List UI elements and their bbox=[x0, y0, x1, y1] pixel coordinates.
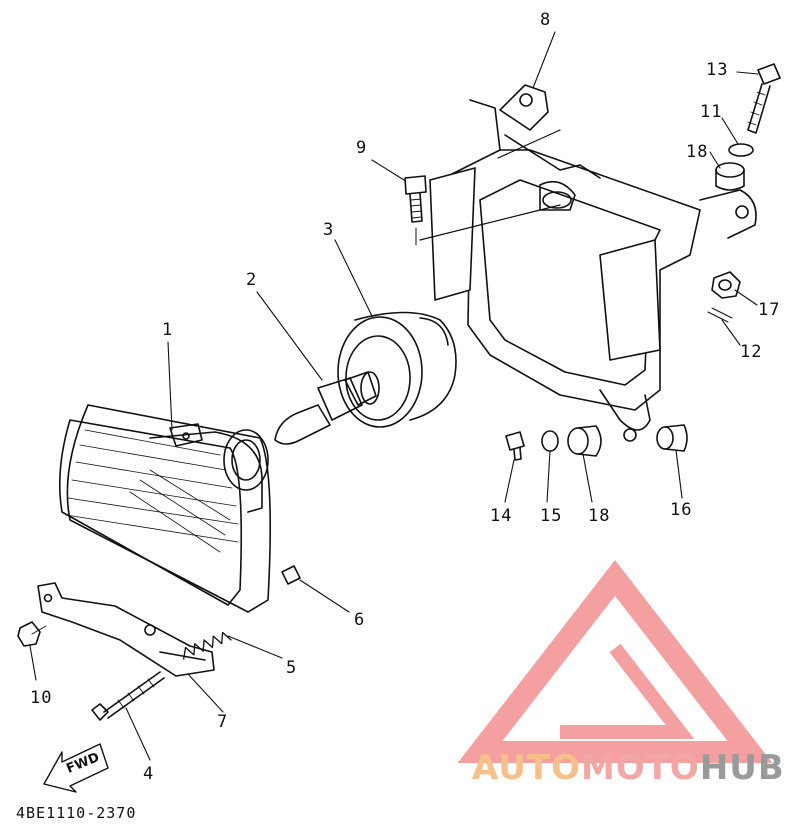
headlight-unit bbox=[58, 404, 272, 613]
callout-part-8: 8 bbox=[540, 10, 552, 30]
leader-lines bbox=[29, 31, 759, 761]
callout-part-4: 4 bbox=[143, 764, 155, 784]
callout-part-18-bottom: 18 bbox=[588, 506, 611, 526]
grommet-18-bottom bbox=[567, 425, 602, 457]
bolt-9 bbox=[404, 175, 427, 246]
bolt-13 bbox=[747, 63, 781, 134]
callout-part-16: 16 bbox=[670, 500, 693, 520]
spring-5 bbox=[183, 631, 232, 660]
nut-6 bbox=[281, 565, 301, 585]
callout-part-12: 12 bbox=[740, 342, 763, 362]
callout-part-7: 7 bbox=[217, 712, 229, 732]
socket-cover bbox=[337, 311, 457, 428]
grommet-18-top bbox=[715, 162, 745, 191]
adjuster-screw-4 bbox=[91, 671, 165, 721]
callout-part-6: 6 bbox=[354, 610, 366, 630]
callout-part-13: 13 bbox=[706, 60, 729, 80]
callout-part-9: 9 bbox=[356, 138, 368, 158]
watermark-text: AUTOMOTOHUB bbox=[472, 748, 785, 788]
collar-16 bbox=[656, 424, 688, 452]
callout-part-17: 17 bbox=[758, 300, 781, 320]
callout-part-2: 2 bbox=[246, 270, 258, 290]
mounting-bracket bbox=[419, 84, 757, 442]
drawing-code: 4BE1110-2370 bbox=[16, 804, 137, 822]
watermark-text-hub: HUB bbox=[699, 748, 785, 788]
washer-11 bbox=[728, 143, 754, 157]
bolt-10 bbox=[17, 621, 47, 647]
nut-17 bbox=[711, 271, 741, 299]
headlight-bulb bbox=[274, 371, 380, 445]
callout-part-5: 5 bbox=[286, 658, 298, 678]
callout-part-14: 14 bbox=[490, 506, 513, 526]
callout-part-1: 1 bbox=[162, 320, 174, 340]
watermark-logo bbox=[457, 560, 773, 763]
callout-part-3: 3 bbox=[323, 220, 335, 240]
adjuster-bracket bbox=[37, 582, 215, 677]
callout-part-11: 11 bbox=[700, 102, 723, 122]
fwd-arrow-icon bbox=[43, 743, 109, 793]
callout-part-10: 10 bbox=[30, 688, 53, 708]
watermark-text-moto: MOTO bbox=[580, 748, 700, 788]
callout-part-18-top: 18 bbox=[686, 142, 709, 162]
washer-15 bbox=[541, 430, 559, 452]
callout-part-15: 15 bbox=[540, 506, 563, 526]
watermark-text-auto: AUTO bbox=[472, 748, 581, 788]
pin-12 bbox=[707, 307, 733, 323]
screw-14 bbox=[505, 431, 525, 461]
